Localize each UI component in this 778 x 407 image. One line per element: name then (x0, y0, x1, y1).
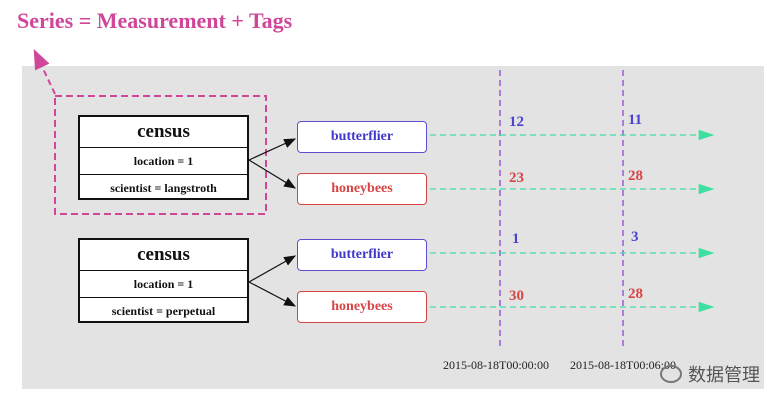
value-s1-butterflier-t2: 11 (628, 112, 643, 128)
series-1-measurement: census (137, 121, 190, 142)
watermark-text: 数据管理 (688, 365, 760, 386)
timestamp-2: 2015-08-18T00:06:00 (570, 358, 676, 372)
series-1-tag-location: location = 1 (80, 147, 247, 174)
value-s2-honeybees-t1: 30 (509, 288, 524, 304)
series-2-field-honeybees: honeybees (297, 291, 427, 323)
diagram-title: Series = Measurement + Tags (17, 8, 293, 33)
series-1-tag-scientist: scientist = langstroth (80, 174, 247, 201)
watermark: 数据管理 (660, 361, 760, 387)
value-s1-honeybees-t2: 28 (628, 168, 643, 184)
value-s2-butterflier-t2: 3 (631, 229, 639, 245)
value-s2-honeybees-t2: 28 (628, 286, 643, 302)
chat-bubble-icon (660, 365, 682, 383)
series-1-field-honeybees: honeybees (297, 173, 427, 205)
value-s1-honeybees-t1: 23 (509, 170, 524, 186)
series-1-field-butterflier: butterflier (297, 121, 427, 153)
series-2-tag-scientist: scientist = perpetual (80, 297, 247, 324)
value-s1-butterflier-t1: 12 (509, 114, 524, 130)
timestamp-1: 2015-08-18T00:00:00 (443, 358, 549, 372)
series-2-table: census location = 1 scientist = perpetua… (78, 238, 249, 323)
series-2-tag-location: location = 1 (80, 270, 247, 297)
value-s2-butterflier-t1: 1 (512, 231, 520, 247)
series-2-field-butterflier: butterflier (297, 239, 427, 271)
series-2-measurement: census (137, 244, 190, 265)
series-1-table: census location = 1 scientist = langstro… (78, 115, 249, 200)
